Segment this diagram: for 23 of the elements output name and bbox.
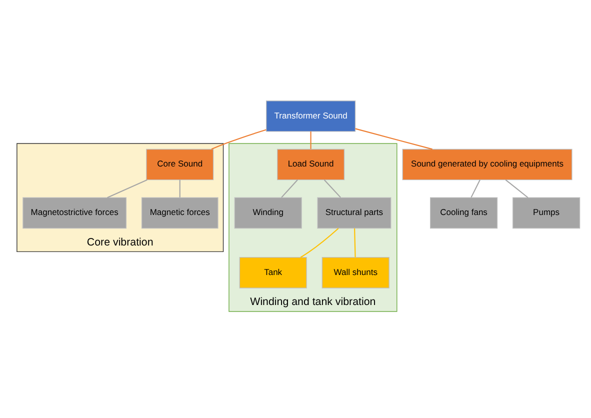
connector	[470, 180, 480, 198]
node-box: Cooling fans	[430, 197, 498, 229]
connector	[179, 180, 180, 198]
node-box: Pumps	[512, 197, 580, 229]
connector	[505, 179, 528, 198]
connector	[107, 179, 148, 198]
connector	[310, 131, 312, 150]
node-box: Magnetostrictive forces	[22, 197, 126, 229]
connector	[354, 228, 356, 258]
node-box: Structural parts	[317, 197, 392, 229]
connector	[281, 179, 298, 198]
node-box: Winding	[234, 197, 302, 229]
connector	[355, 128, 432, 150]
node-box: Wall shunts	[322, 257, 390, 288]
node-box: Load Sound	[277, 148, 345, 180]
node-box: Transformer Sound	[266, 100, 356, 132]
connector	[211, 129, 266, 150]
node-box: Tank	[239, 257, 307, 288]
node-box: Sound generated by cooling equipments	[402, 148, 572, 180]
node-box: Magnetic forces	[141, 197, 218, 229]
connector	[324, 179, 341, 198]
node-box: Core Sound	[146, 148, 214, 180]
connector	[300, 228, 339, 258]
